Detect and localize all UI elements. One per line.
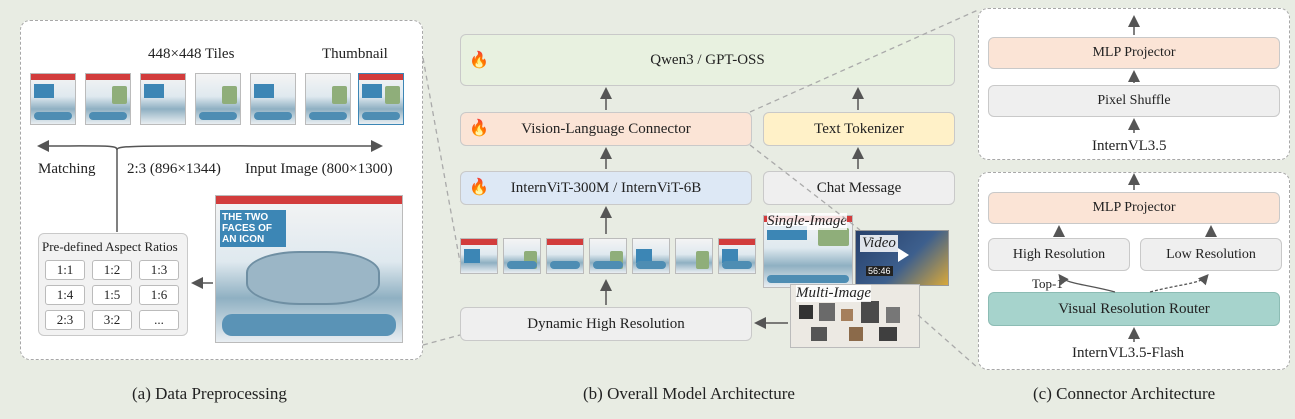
- ratio-option: 3:2: [92, 310, 132, 330]
- tile-3: [140, 73, 186, 125]
- aspect-ratios-title: Pre-defined Aspect Ratios: [42, 239, 178, 254]
- multi-image-label: Multi-Image: [796, 285, 871, 302]
- thumbnail-image: [358, 73, 404, 125]
- mlp-projector-bottom: MLP Projector: [988, 192, 1280, 224]
- vit-box: InternViT-300M / InternViT-6B: [460, 171, 752, 205]
- tile-2: [85, 73, 131, 125]
- dhr-tile: [718, 238, 756, 274]
- ratio-option: 1:2: [92, 260, 132, 280]
- input-image: THE TWO FACES OF AN ICON: [215, 195, 403, 343]
- low-resolution-box: Low Resolution: [1140, 238, 1282, 271]
- tile-5: [250, 73, 296, 125]
- tile-6: [305, 73, 351, 125]
- connector-box: Vision-Language Connector: [460, 112, 752, 146]
- thumbnail-label: Thumbnail: [322, 46, 388, 62]
- mlp-projector-top: MLP Projector: [988, 37, 1280, 69]
- dhr-tile: [632, 238, 670, 274]
- ratio-option: 1:4: [45, 285, 85, 305]
- dhr-tile: [546, 238, 584, 274]
- flame-icon: 🔥: [469, 120, 489, 137]
- llm-box: Qwen3 / GPT-OSS: [460, 34, 955, 86]
- flame-icon: 🔥: [469, 52, 489, 69]
- chat-message-box: Chat Message: [763, 171, 955, 205]
- pixel-shuffle-box: Pixel Shuffle: [988, 85, 1280, 117]
- tokenizer-box: Text Tokenizer: [763, 112, 955, 146]
- single-image-label: Single-Image: [767, 213, 847, 230]
- tiles-label: 448×448 Tiles: [148, 46, 235, 62]
- video-label: Video: [860, 235, 898, 252]
- ratio-option: 1:1: [45, 260, 85, 280]
- input-image-headline: THE TWO FACES OF AN ICON: [220, 210, 286, 247]
- caption-c: (c) Connector Architecture: [1033, 384, 1216, 403]
- ratio-option: 1:5: [92, 285, 132, 305]
- matching-label: Matching: [38, 161, 96, 177]
- ratio-option: ...: [139, 310, 179, 330]
- play-icon: [898, 248, 909, 262]
- dhr-tile: [675, 238, 713, 274]
- dhr-tile: [589, 238, 627, 274]
- video-timestamp: 56:46: [866, 266, 893, 276]
- dhr-tile: [460, 238, 498, 274]
- caption-a: (a) Data Preprocessing: [132, 384, 287, 403]
- dhr-tile: [503, 238, 541, 274]
- internvl35-label: InternVL3.5: [1092, 138, 1167, 154]
- tile-4: [195, 73, 241, 125]
- visual-resolution-router-box: Visual Resolution Router: [988, 292, 1280, 326]
- tile-1: [30, 73, 76, 125]
- ratio-option: 1:3: [139, 260, 179, 280]
- ratio-option: 2:3: [45, 310, 85, 330]
- caption-b: (b) Overall Model Architecture: [583, 384, 795, 403]
- dynamic-high-resolution-box: Dynamic High Resolution: [460, 307, 752, 341]
- input-image-label: Input Image (800×1300): [245, 161, 393, 177]
- top1-label: Top-1: [1032, 276, 1063, 291]
- internvl35-flash-label: InternVL3.5-Flash: [1072, 345, 1185, 361]
- chosen-ratio-label: 2:3 (896×1344): [127, 161, 221, 177]
- high-resolution-box: High Resolution: [988, 238, 1130, 271]
- flame-icon: 🔥: [469, 179, 489, 196]
- ratio-option: 1:6: [139, 285, 179, 305]
